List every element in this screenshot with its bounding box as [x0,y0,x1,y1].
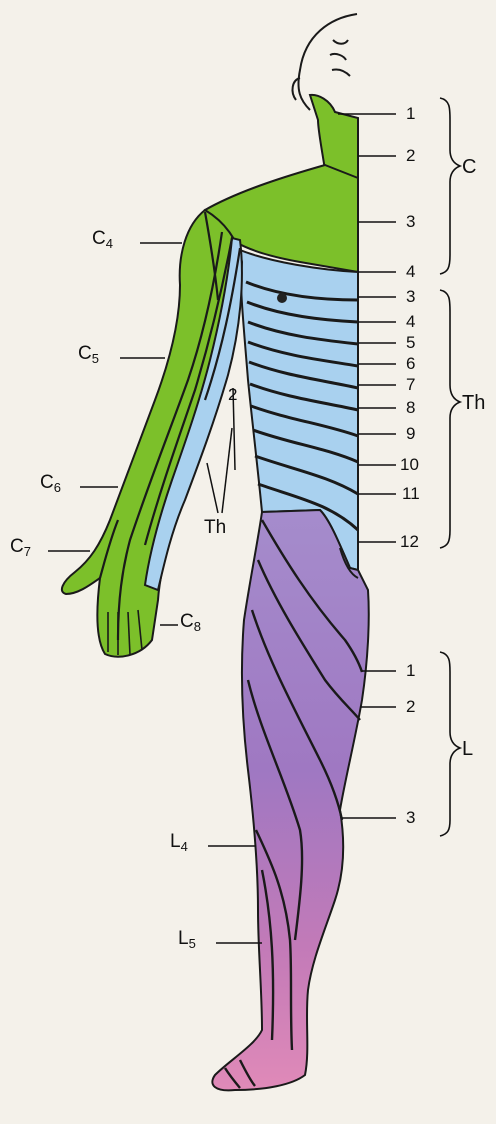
brace-th [440,290,460,548]
label-c6-main: C [40,472,54,493]
label-c7-sub: 7 [24,544,31,559]
brace-c [440,98,460,274]
group-label-l: L [462,739,473,759]
label-c5-main: C [78,343,92,364]
label-c5-sub: 5 [92,351,99,366]
right-c-3: 3 [406,213,415,230]
inner-label-number: 2 [228,386,237,403]
right-l-2: 2 [406,698,415,715]
right-th-4: 4 [406,313,415,330]
right-c-2: 2 [406,147,415,164]
right-th-11: 11 [402,485,420,502]
brace-l [440,652,460,836]
label-c8: C8 [180,612,201,631]
label-c4-sub: 4 [106,236,113,251]
right-th-5: 5 [406,334,415,351]
inner-label-group: Th [204,518,226,537]
right-l-3: 3 [406,809,415,826]
label-c4: C4 [92,229,113,248]
right-th-6: 6 [406,355,415,372]
right-th-3: 3 [406,288,415,305]
label-l4-main: L [170,831,181,852]
right-l-1: 1 [406,662,415,679]
right-th-7: 7 [406,376,415,393]
group-braces [440,98,460,836]
label-l4-sub: 4 [181,839,188,854]
label-l5-sub: 5 [189,936,196,951]
label-c8-sub: 8 [194,619,201,634]
label-c4-main: C [92,228,106,249]
right-th-12: 12 [400,533,419,550]
group-label-th: Th [462,393,485,413]
label-c6-sub: 6 [54,480,61,495]
nipple-dot [277,293,287,303]
right-th-9: 9 [406,425,415,442]
right-th-8: 8 [406,399,415,416]
right-c-4: 4 [406,263,415,280]
group-label-c: C [462,157,476,177]
head-outline [293,14,357,110]
label-l4: L4 [170,832,188,851]
label-c7: C7 [10,537,31,556]
right-th-10: 10 [400,456,419,473]
label-l5: L5 [178,929,196,948]
neck-region [310,95,358,178]
label-l5-main: L [178,928,189,949]
label-c6: C6 [40,473,61,492]
label-c5: C5 [78,344,99,363]
label-c7-main: C [10,536,24,557]
right-c-1: 1 [406,105,415,122]
label-c8-main: C [180,611,194,632]
